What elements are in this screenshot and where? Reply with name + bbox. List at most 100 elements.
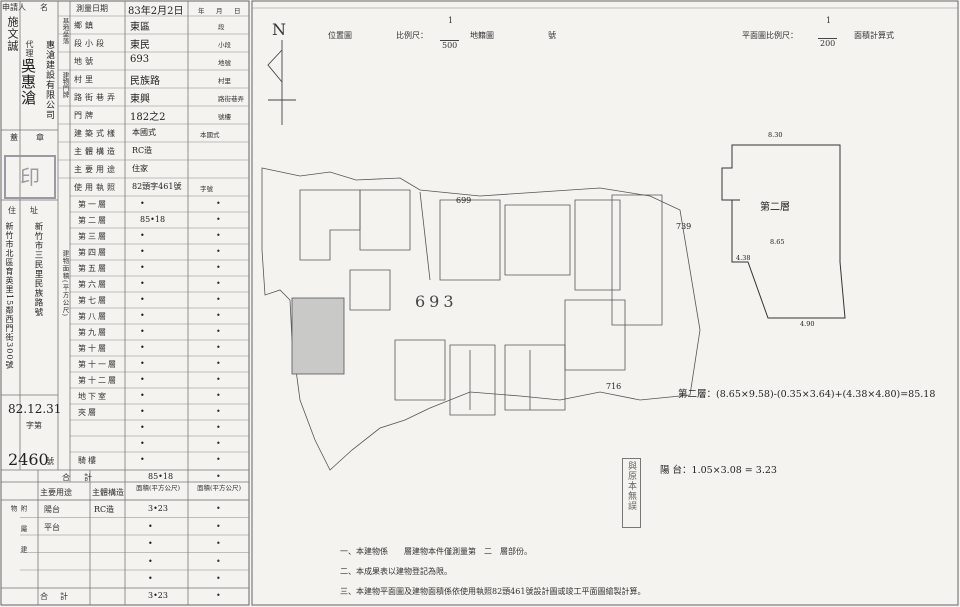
- floor-row-label: 第三層: [78, 232, 108, 241]
- floor-row-label: 第四層: [78, 248, 108, 257]
- basic-row-label: 地號: [74, 57, 96, 66]
- agent-label: 代理人: [25, 40, 34, 67]
- building-row-value2: 字號: [200, 185, 213, 193]
- basic-row-label: 村里: [74, 75, 96, 84]
- floor-row-value: •: [140, 439, 145, 448]
- building-row-value: 住家: [132, 164, 148, 173]
- building-row-value: 本國式: [132, 128, 156, 137]
- seal-label: 蓋章: [10, 133, 62, 142]
- floor-row-value2: •: [216, 199, 221, 208]
- dim-top: 8.30: [768, 131, 783, 139]
- basic-row-subcol: 路街巷弄: [218, 95, 244, 103]
- floor-row-value: •: [140, 327, 145, 336]
- attached-row-use: 陽台: [44, 505, 60, 514]
- attached-row-area: •: [148, 574, 153, 583]
- attached-structure-header: 主體構造: [92, 488, 124, 497]
- building-row-label: 使用執照: [74, 183, 118, 192]
- dim-left: 4.38: [736, 254, 751, 262]
- floor-row-label: 第一層: [78, 200, 108, 209]
- building-row-value: 82頭字461號: [132, 182, 182, 191]
- building-row-label: 主要用途: [74, 165, 118, 174]
- attached-total: 3•23: [148, 591, 168, 600]
- floor-row-label: 騎樓: [78, 456, 98, 465]
- note-3: 三、本建物平面圖及建物面積係依使用執照82頭461號設計圖或竣工平面圖繪製計算。: [340, 587, 646, 596]
- floor-row-value: •: [140, 311, 145, 320]
- name-header: 名: [40, 3, 48, 12]
- floor-row-value2: •: [216, 247, 221, 256]
- attached-row-area2: •: [216, 574, 221, 583]
- building-row-label: 主體構造: [74, 147, 118, 156]
- attached-row-area2: •: [216, 521, 221, 531]
- floor-row-value2: •: [216, 295, 221, 304]
- applicant-name-1: 施文誠: [6, 16, 19, 52]
- received-number: 2460: [8, 450, 49, 469]
- attached-area-header: 面積(平方公尺): [135, 484, 181, 492]
- total-value: 85•18: [148, 472, 174, 481]
- lot-label-699: 699: [456, 196, 472, 205]
- floor-row-value: •: [140, 407, 145, 416]
- floor-row-label: 第十二層: [78, 376, 118, 385]
- basic-row-value: 182之2: [130, 112, 166, 123]
- area-formula: 第二層：(8.65×9.58)-(0.35×3.64)+(4.38×4.80)=…: [678, 389, 936, 400]
- floor-row-label: 第二層: [78, 216, 108, 225]
- floor-row-value: •: [140, 391, 145, 400]
- received-label: 字第: [26, 421, 42, 430]
- basic-group-label: 建物門牌: [61, 72, 69, 98]
- basic-row-value: 東興: [130, 94, 150, 105]
- company-name: 惠滄建設有限公司: [44, 40, 54, 120]
- floors-group-label: 建物面積(平方公尺): [61, 250, 69, 318]
- note-2: 二、本成果表以建物登記為限。: [340, 567, 452, 576]
- cadastral-label: 地籍圖: [470, 31, 494, 40]
- lot-label-739: 739: [676, 222, 692, 231]
- attached-row-structure: RC造: [94, 505, 115, 514]
- floor-row-value: 85•18: [140, 215, 166, 224]
- basic-row-subcol: 段: [218, 23, 225, 31]
- floor-row-value: •: [140, 263, 145, 272]
- building-row-value: RC造: [132, 146, 153, 155]
- basic-row-label: 路街巷弄: [74, 93, 118, 102]
- month-header: 月: [216, 7, 223, 15]
- floor-row-label: 第五層: [78, 264, 108, 273]
- floor-row-value2: •: [216, 311, 221, 320]
- floor-row-value2: •: [216, 215, 221, 224]
- dim-mid: 8.65: [770, 238, 785, 246]
- verification-stamp: 與原本無誤: [622, 458, 641, 528]
- attached-group-label: 附屬建物: [9, 505, 27, 567]
- basic-row-subcol: 號樓: [218, 113, 231, 121]
- day-header: 日: [234, 7, 241, 15]
- basic-row-subcol: 村里: [218, 77, 231, 85]
- survey-date-value: 83年2月2日: [128, 6, 184, 17]
- floor-row-value2: •: [216, 327, 221, 336]
- floor-row-label: 第九層: [78, 328, 108, 337]
- floor-row-value: •: [140, 423, 145, 432]
- attached-row-use: 平台: [44, 522, 60, 532]
- floor-row-value: •: [140, 343, 145, 352]
- total-label: 合計: [62, 473, 106, 482]
- floor-row-value2: •: [216, 263, 221, 272]
- floor-row-value: •: [140, 455, 145, 464]
- floor-row-label: 夾層: [78, 408, 98, 417]
- floor-row-value: •: [140, 247, 145, 256]
- floor-row-value2: •: [216, 455, 221, 464]
- basic-row-value: 東民: [130, 40, 150, 51]
- attached-area2-header: 面積(平方公尺): [196, 484, 242, 492]
- attached-row-area: 3•23: [148, 504, 168, 513]
- basic-row-subcol: 小段: [218, 41, 231, 49]
- basic-row-value: 民族路: [130, 76, 160, 87]
- note-1: 一、本建物係 層建物本件僅測量第 二 層部份。: [340, 547, 532, 556]
- building-row-label: 建築式樣: [74, 129, 118, 138]
- received-date: 82.12.31: [8, 402, 62, 416]
- plan-scale-label: 平面圖比例尺：: [742, 31, 798, 40]
- scale-num: 1: [448, 16, 454, 25]
- floor-row-value2: •: [216, 359, 221, 368]
- survey-date-header: 測量日期: [76, 4, 108, 13]
- area-calc-label: 面積計算式: [854, 31, 894, 40]
- north-label: N: [272, 20, 286, 39]
- location-label: 位置圖: [328, 31, 352, 40]
- attached-row-area: •: [148, 539, 153, 548]
- attached-total-label: 合計: [40, 592, 80, 601]
- plan-scale-den: 200: [818, 38, 838, 48]
- attached-row-area2: •: [216, 556, 221, 566]
